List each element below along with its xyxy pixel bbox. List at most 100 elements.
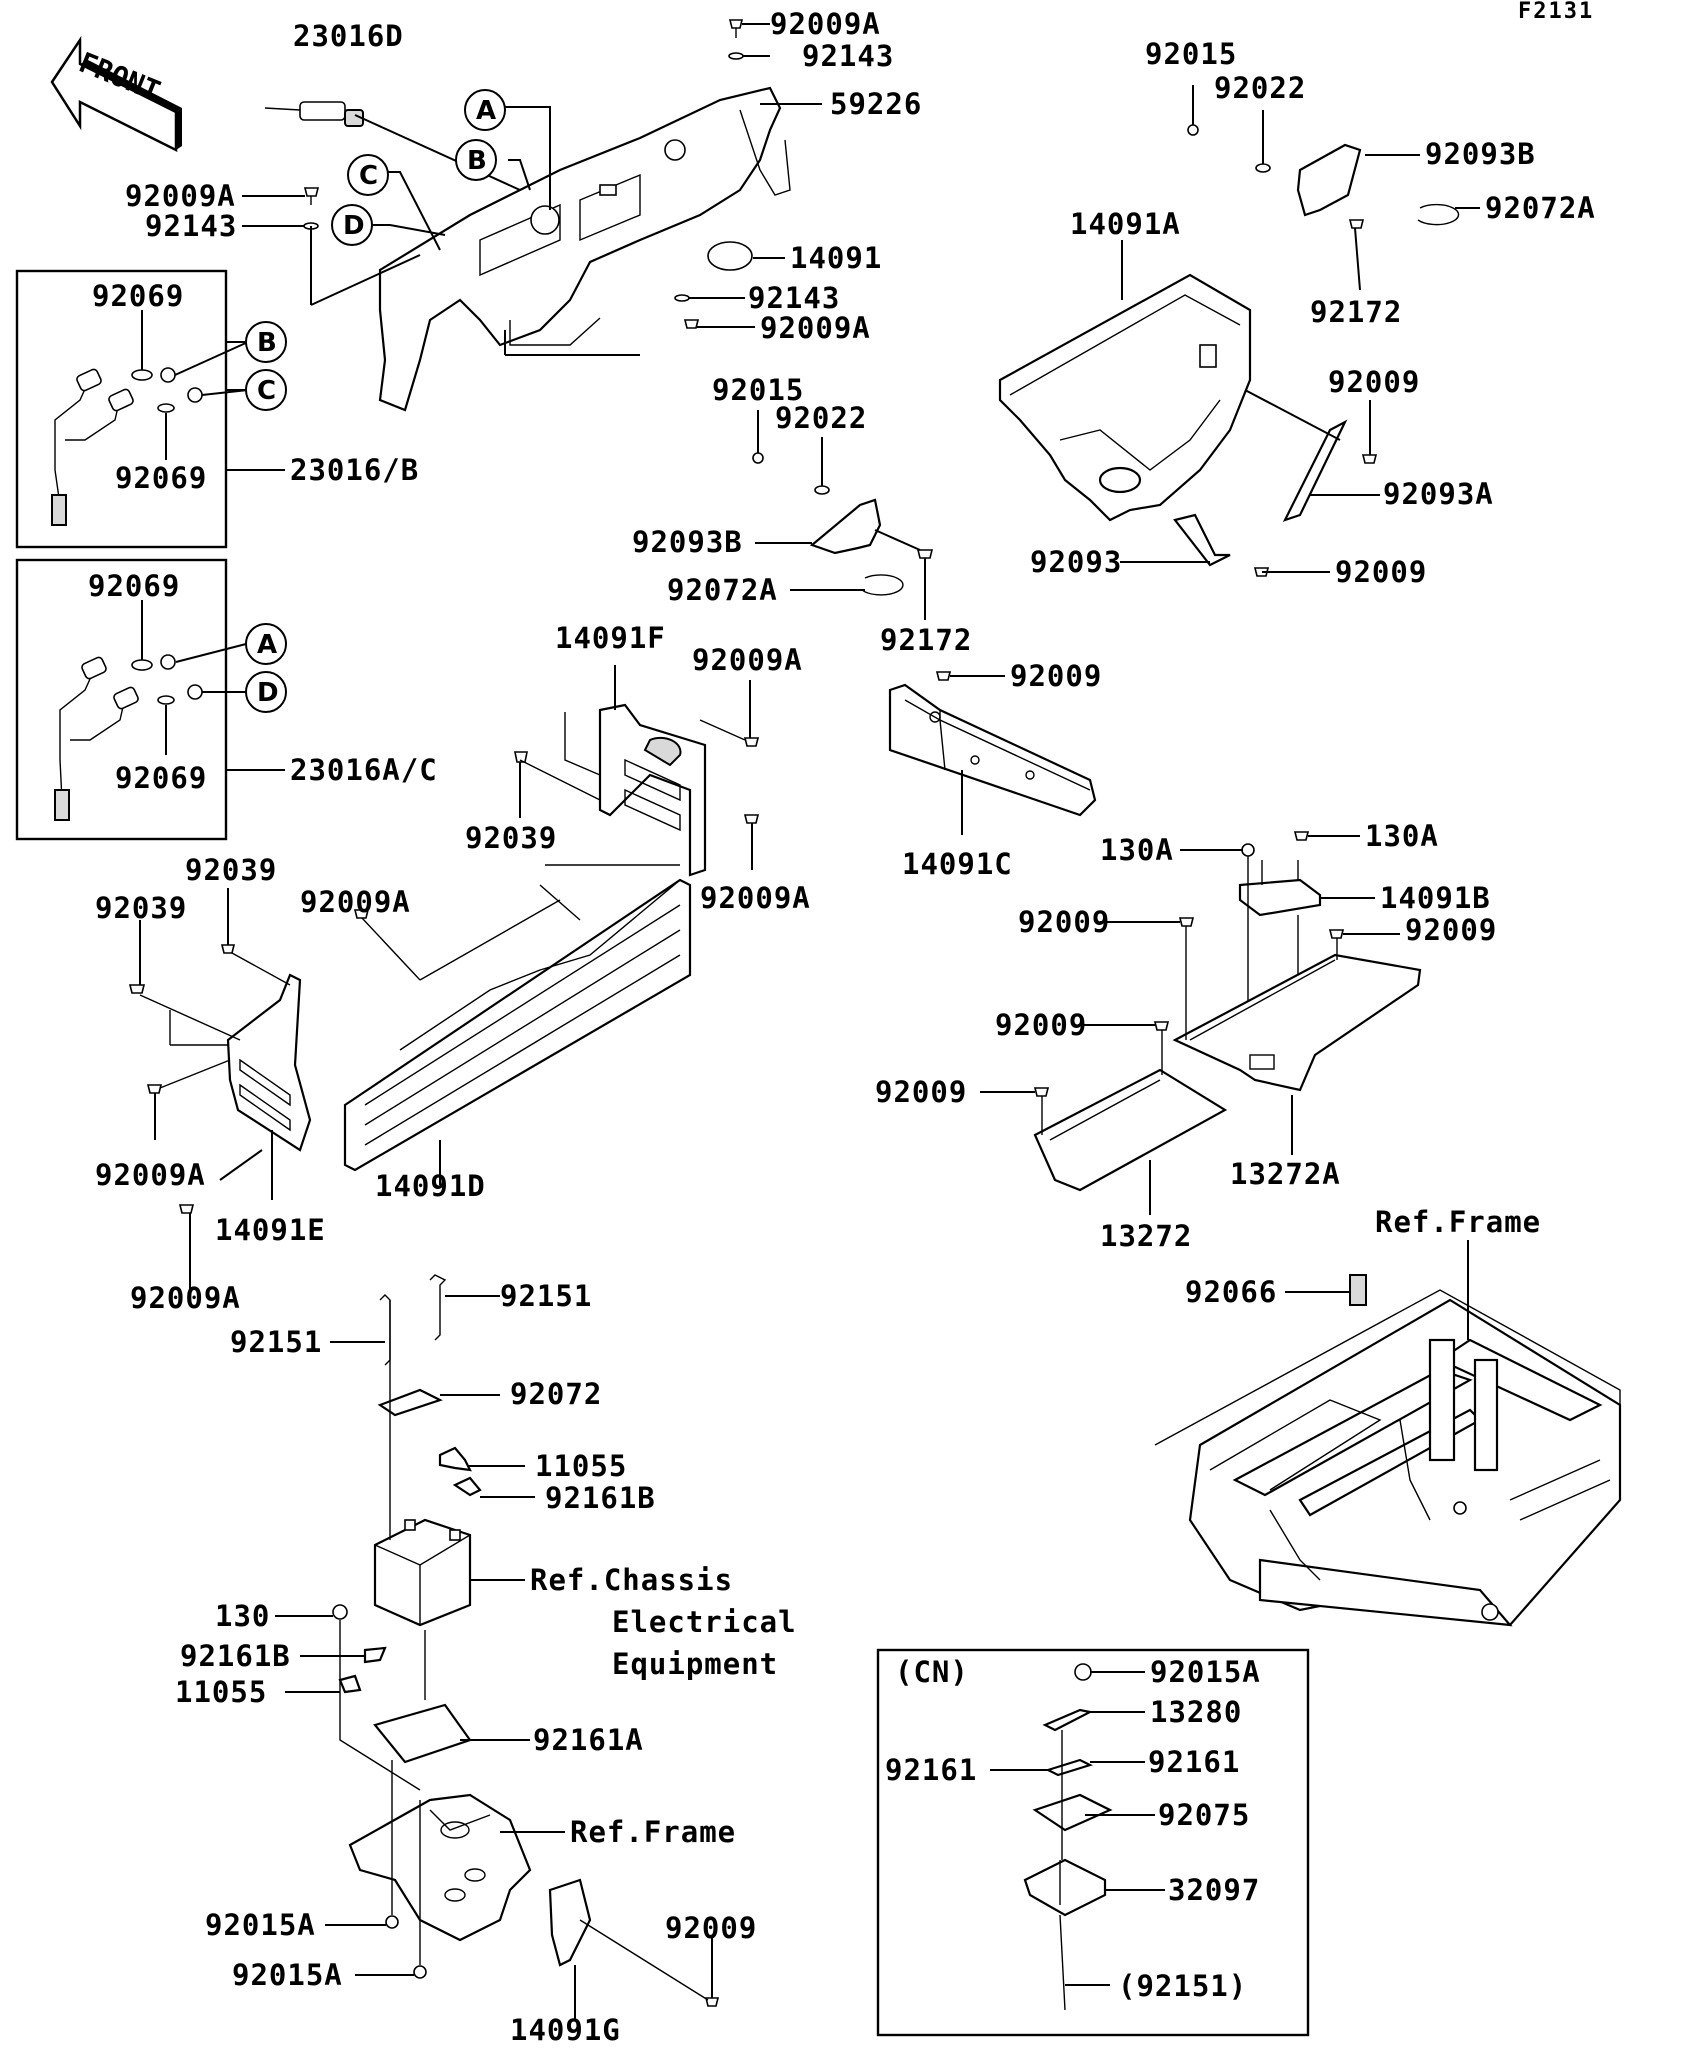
part-92009A: 92009A (300, 885, 411, 919)
part-130A: 130A (1100, 833, 1174, 867)
part-23016B: 23016/B (290, 453, 419, 487)
part-92172: 92172 (1310, 295, 1402, 329)
inset-box-cn (876, 1648, 1310, 2037)
tray-14091a (998, 240, 1380, 577)
svg-text:D: D (343, 211, 365, 241)
part-92066: 92066 (1185, 1275, 1277, 1309)
part-92009A: 92009A (95, 1158, 206, 1192)
callout-b-box1: B (245, 321, 287, 363)
figure-code: F2131 (1518, 0, 1594, 24)
part-92069: 92069 (88, 569, 180, 603)
part-92009: 92009 (1405, 913, 1497, 947)
part-92009A: 92009A (700, 881, 811, 915)
part-92009: 92009 (1018, 905, 1110, 939)
part-92009A: 92009A (125, 179, 236, 213)
part-13272A: 13272A (1230, 1157, 1341, 1191)
part-92009: 92009 (875, 1075, 967, 1109)
part-14091: 14091 (790, 241, 882, 275)
part-92143: 92143 (802, 39, 894, 73)
cn-label: (CN) (895, 1655, 969, 1689)
part-14091B: 14091B (1380, 881, 1491, 915)
part-92072A: 92072A (1485, 191, 1596, 225)
part-92151-paren: (92151) (1118, 1969, 1247, 2003)
part-14091A: 14091A (1070, 207, 1181, 241)
cap-14091 (707, 241, 753, 271)
part-92009: 92009 (1328, 365, 1420, 399)
part-92039: 92039 (465, 821, 557, 855)
part-92161: 92161 (885, 1753, 977, 1787)
part-92075: 92075 (1158, 1798, 1250, 1832)
callout-d-box2: D (245, 671, 287, 713)
svg-text:C: C (257, 376, 276, 406)
part-92009A: 92009A (692, 643, 803, 677)
part-92172: 92172 (880, 623, 972, 657)
battery-tray-frame (325, 1760, 720, 2020)
part-92069: 92069 (115, 461, 207, 495)
tray-14091c (888, 671, 1097, 835)
part-92015A: 92015A (205, 1908, 316, 1942)
part-92093A: 92093A (1383, 477, 1494, 511)
part-92143: 92143 (145, 209, 237, 243)
part-23016D: 23016D (293, 19, 404, 53)
part-23016A-C: 23016A/C (290, 753, 438, 787)
cn-battery-hold (990, 1663, 1165, 2011)
battery-lower (275, 1604, 530, 1791)
part-92039: 92039 (185, 853, 277, 887)
panel-14091d (343, 864, 692, 1185)
dash-leaders (242, 23, 822, 356)
part-92009: 92009 (665, 1911, 757, 1945)
part-130: 130 (215, 1599, 270, 1633)
bracket-92093b-center (752, 410, 934, 620)
part-92093B: 92093B (632, 525, 743, 559)
frame-assembly (1154, 1240, 1622, 1627)
part-92009: 92009 (995, 1008, 1087, 1042)
dashboard-panel (378, 86, 791, 412)
svg-text:D: D (257, 678, 279, 708)
part-92151: 92151 (500, 1279, 592, 1313)
part-92022: 92022 (775, 401, 867, 435)
part-14091F: 14091F (555, 621, 666, 655)
part-13280: 13280 (1150, 1695, 1242, 1729)
part-92069: 92069 (115, 761, 207, 795)
inset-box-23016ac (15, 558, 228, 841)
battery (373, 1300, 525, 1700)
part-32097: 32097 (1168, 1873, 1260, 1907)
ref-chassis-line1: Ref.Chassis (530, 1563, 733, 1597)
ref-frame-top: Ref.Frame (1375, 1205, 1541, 1239)
ref-frame-bottom: Ref.Frame (570, 1815, 736, 1849)
part-14091G: 14091G (510, 2013, 621, 2047)
part-92015: 92015 (1145, 37, 1237, 71)
harness-23016ac (54, 600, 285, 821)
callout-d-top: D (331, 204, 373, 246)
ref-chassis-line3: Equipment (612, 1647, 778, 1681)
cover-14091b (1180, 831, 1375, 1060)
part-92022: 92022 (1214, 71, 1306, 105)
part-92161: 92161 (1148, 1745, 1240, 1779)
svg-text:B: B (467, 146, 487, 176)
part-92009A: 92009A (770, 7, 881, 41)
plate-13272 (980, 1021, 1228, 1215)
svg-text:A: A (257, 630, 277, 660)
battery-hold-down (330, 1274, 535, 1498)
panel-14091f (514, 665, 760, 877)
panel-14091e (128, 888, 312, 1290)
part-92072: 92072 (510, 1377, 602, 1411)
connector-23016d (264, 101, 364, 127)
part-92093: 92093 (1030, 545, 1122, 579)
part-14091C: 14091C (902, 847, 1013, 881)
part-92015: 92015 (712, 373, 804, 407)
callout-b-top: B (455, 139, 497, 181)
part-14091D: 14091D (375, 1169, 486, 1203)
part-92143: 92143 (748, 281, 840, 315)
part-92093B: 92093B (1425, 137, 1536, 171)
part-92161A: 92161A (533, 1723, 644, 1757)
part-92009A: 92009A (760, 311, 871, 345)
callout-a-box2: A (245, 623, 287, 665)
harness-23016b (51, 310, 285, 526)
part-92039: 92039 (95, 891, 187, 925)
part-92009A: 92009A (130, 1281, 241, 1315)
callout-c-box1: C (245, 369, 287, 411)
part-92072A: 92072A (667, 573, 778, 607)
ref-chassis-line2: Electrical (612, 1605, 797, 1639)
